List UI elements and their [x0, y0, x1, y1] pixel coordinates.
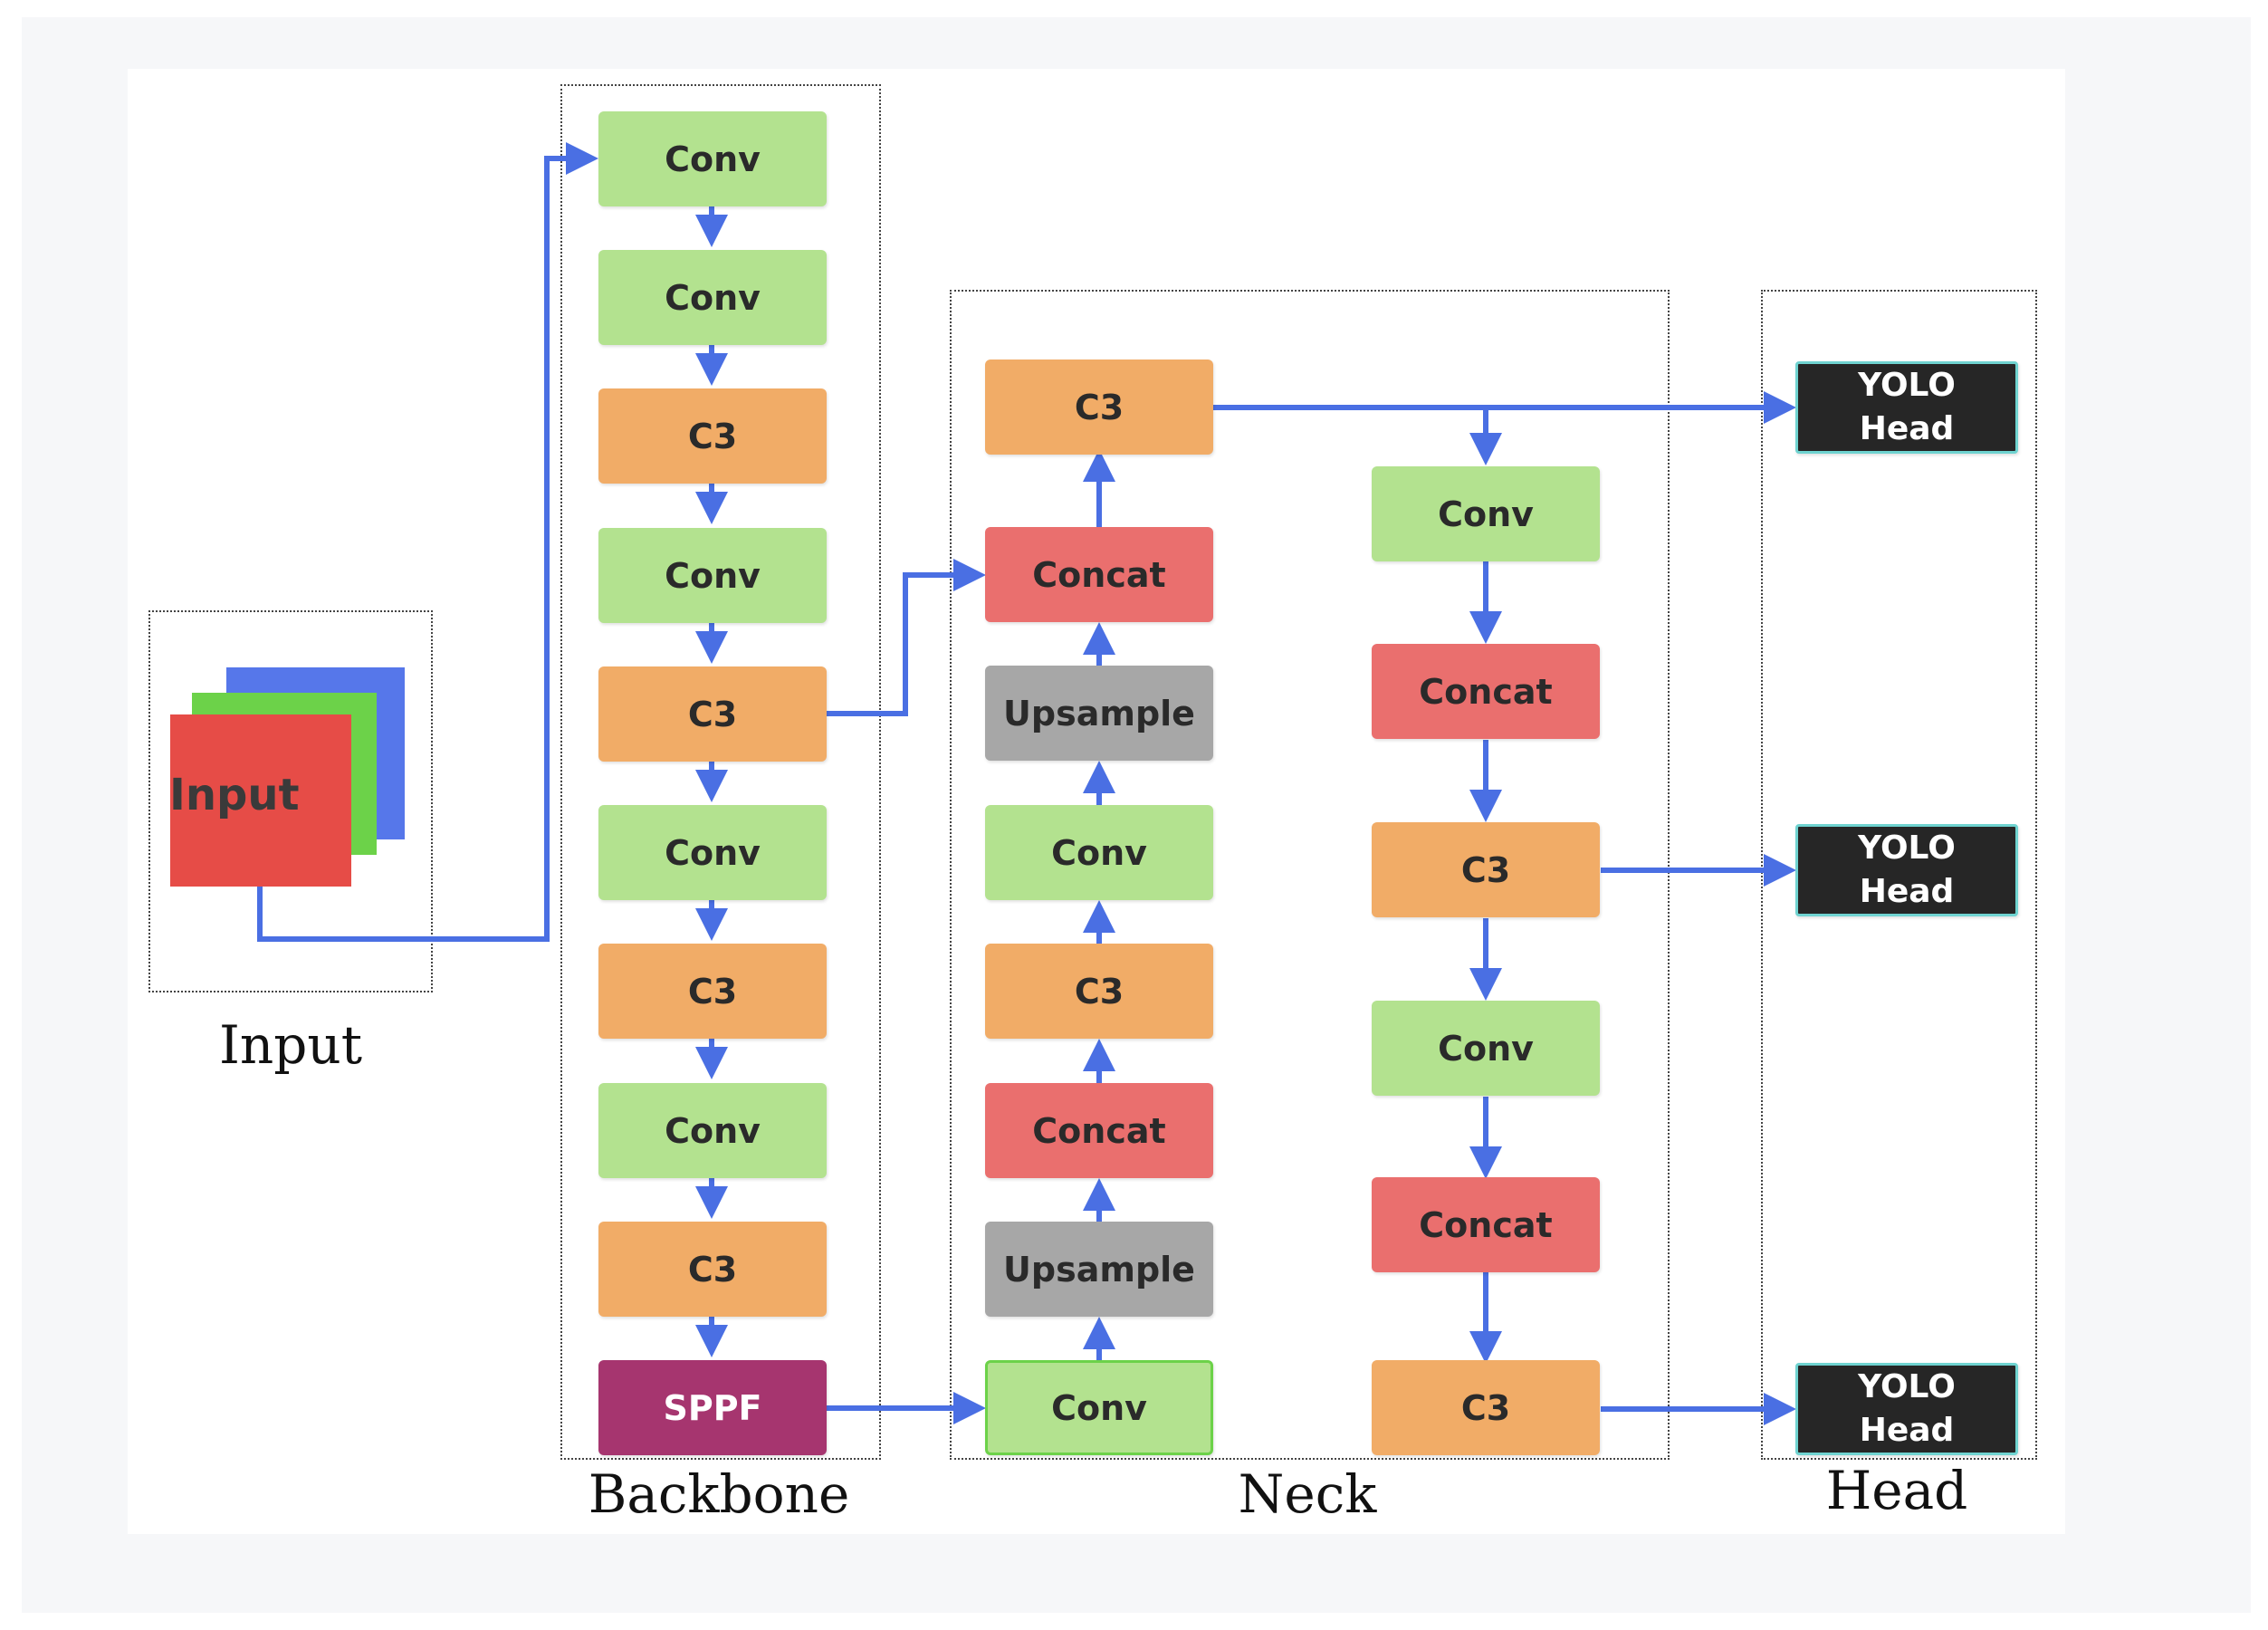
- neck-group-box: [950, 290, 1670, 1460]
- backbone-block-3: C3: [598, 388, 827, 484]
- neck-right-block-5: Concat: [1372, 1177, 1600, 1272]
- neck-right-block-4: Conv: [1372, 1001, 1600, 1096]
- neck-right-block-3: C3: [1372, 822, 1600, 917]
- arrow-backbone-c3-to-concat: [826, 559, 986, 716]
- backbone-block-5: C3: [598, 666, 827, 762]
- yolo-head-2: YOLO Head: [1795, 824, 2018, 916]
- neck-left-block-3: Upsample: [985, 666, 1213, 761]
- backbone-block-sppf: SPPF: [598, 1360, 827, 1455]
- backbone-group-label: Backbone: [588, 1463, 850, 1525]
- head-group-label: Head: [1825, 1460, 1968, 1521]
- neck-left-block-5: C3: [985, 944, 1213, 1039]
- backbone-group-box: [560, 84, 881, 1460]
- backbone-block-8: Conv: [598, 1083, 827, 1178]
- yolo-head-3: YOLO Head: [1795, 1363, 2018, 1455]
- backbone-block-6: Conv: [598, 805, 827, 900]
- backbone-block-4: Conv: [598, 528, 827, 623]
- neck-right-block-1: Conv: [1372, 466, 1600, 561]
- neck-left-block-2: Concat: [985, 527, 1213, 622]
- input-layer-red: [170, 714, 351, 887]
- backbone-block-1: Conv: [598, 111, 827, 206]
- backbone-block-9: C3: [598, 1222, 827, 1317]
- neck-left-block-4: Conv: [985, 805, 1213, 900]
- neck-left-block-6: Concat: [985, 1083, 1213, 1178]
- yolo-head-1-line2: Head: [1859, 410, 1955, 447]
- input-group-label: Input: [218, 1014, 363, 1076]
- yolo-head-3-line2: Head: [1859, 1412, 1955, 1449]
- backbone-block-2: Conv: [598, 250, 827, 345]
- input-block-label: Input: [169, 770, 300, 820]
- neck-left-block-1: C3: [985, 360, 1213, 455]
- yolo-head-2-line1: YOLO: [1858, 829, 1956, 867]
- neck-left-block-8: Conv: [985, 1360, 1213, 1455]
- neck-right-block-6: C3: [1372, 1360, 1600, 1455]
- head-group-box: [1761, 290, 2037, 1460]
- yolo-head-1-line1: YOLO: [1858, 367, 1956, 404]
- neck-right-block-2: Concat: [1372, 644, 1600, 739]
- arrow-input-to-backbone: [257, 142, 598, 942]
- input-group-box: [148, 610, 433, 992]
- yolo-head-2-line2: Head: [1859, 873, 1955, 910]
- neck-left-block-7: Upsample: [985, 1222, 1213, 1317]
- yolo-head-3-line1: YOLO: [1858, 1368, 1956, 1405]
- backbone-block-7: C3: [598, 944, 827, 1039]
- neck-group-label: Neck: [1238, 1463, 1377, 1525]
- yolo-head-1: YOLO Head: [1795, 361, 2018, 454]
